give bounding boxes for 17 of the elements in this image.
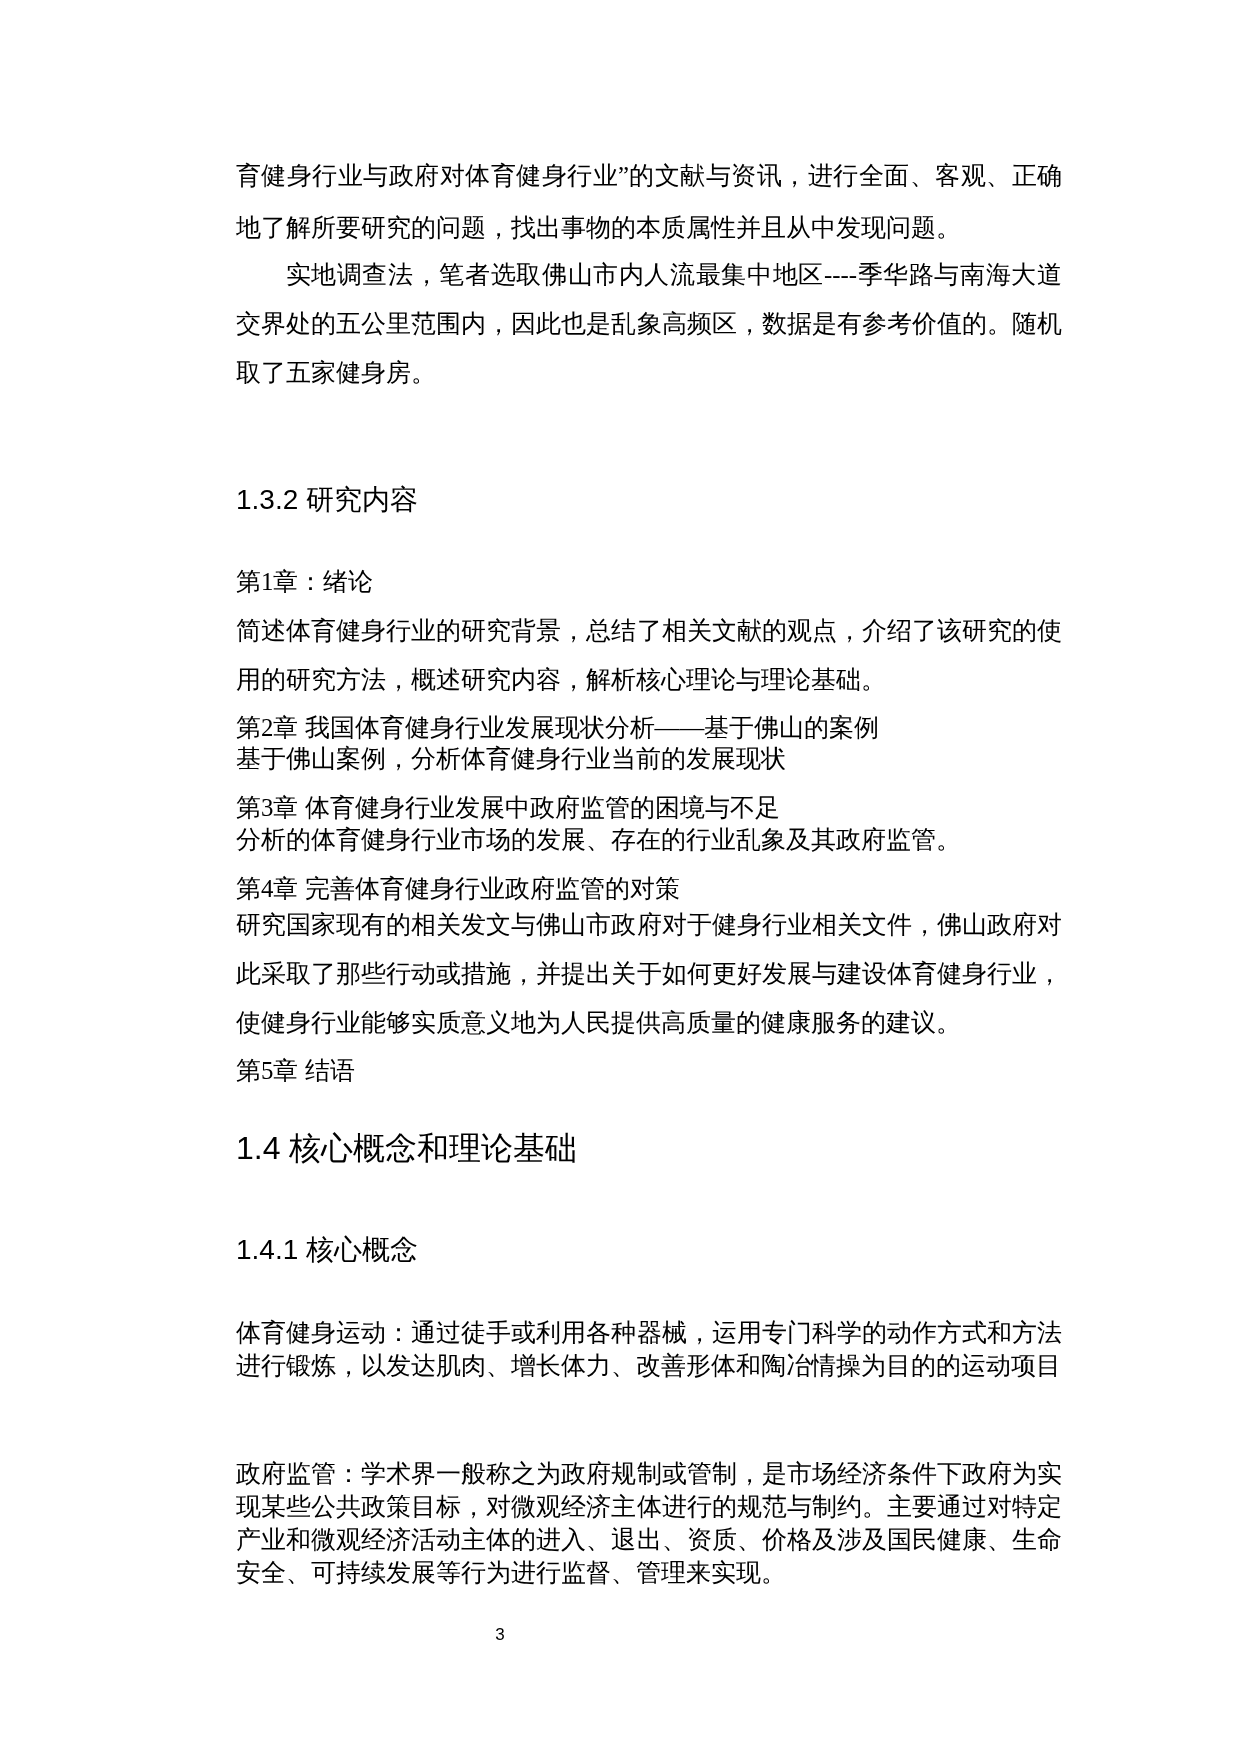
chapter-heading: 第4章 完善体育健身行业政府监管的对策 xyxy=(236,874,680,904)
section-heading: 1.4.1 核心概念 xyxy=(236,1233,419,1267)
body-paragraph: 简述体育健身行业的研究背景，总结了相关文献的观点，介绍了该研究的使用的研究方法，概述研究内容，解析核心理论与理论基础。 xyxy=(236,616,1062,695)
body-paragraph: 研究国家现有的相关发文与佛山市政府对于健身行业相关文件，佛山政府对此采取了那些行动或措施，并提出关于如何更好发展与建设体育健身行业，使健身行业能够实质意义地为人民提供高质量的健康服务的建议。 xyxy=(236,910,1062,1038)
chapter-heading: 第3章 体育健身行业发展中政府监管的困境与不足 xyxy=(236,793,780,823)
section-heading: 1.4 核心概念和理论基础 xyxy=(236,1129,578,1168)
chapter-heading: 第2章 我国体育健身行业发展现状分析——基于佛山的案例 xyxy=(236,713,880,743)
body-paragraph: 体育健身运动：通过徒手或利用各种器械，运用专门科学的动作方式和方法进行锻炼，以发达肌肉、增长体力、改善形体和陶冶情操为目的的运动项目 xyxy=(236,1318,1062,1381)
body-paragraph: 实地调查法，笔者选取佛山市内人流最集中地区----季华路与南海大道交界处的五公里范围内，因此也是乱象高频区，数据是有参考价值的。随机取了五家健身房。 xyxy=(236,260,1062,388)
body-paragraph: 育健身行业与政府对体育健身行业”的文献与资讯，进行全面、客观、正确地了解所要研究的问题，找出事物的本质属性并且从中发现问题。 xyxy=(236,161,1062,243)
section-heading: 1.3.2 研究内容 xyxy=(236,483,419,517)
chapter-heading: 第5章 结语 xyxy=(236,1056,355,1086)
body-paragraph: 政府监管：学术界一般称之为政府规制或管制，是市场经济条件下政府为实现某些公共政策目标，对微观经济主体进行的规范与制约。主要通过对特定产业和微观经济活动主体的进入、退出、资质、价格及涉及国民健康、生命安全、可持续发展等行为进行监督、管理来实现。 xyxy=(236,1459,1062,1588)
chapter-heading: 第1章：绪论 xyxy=(236,567,374,597)
page-number: 3 xyxy=(494,1624,506,1646)
body-paragraph: 分析的体育健身行业市场的发展、存在的行业乱象及其政府监管。 xyxy=(236,825,962,855)
body-paragraph: 基于佛山案例，分析体育健身行业当前的发展现状 xyxy=(236,744,787,774)
